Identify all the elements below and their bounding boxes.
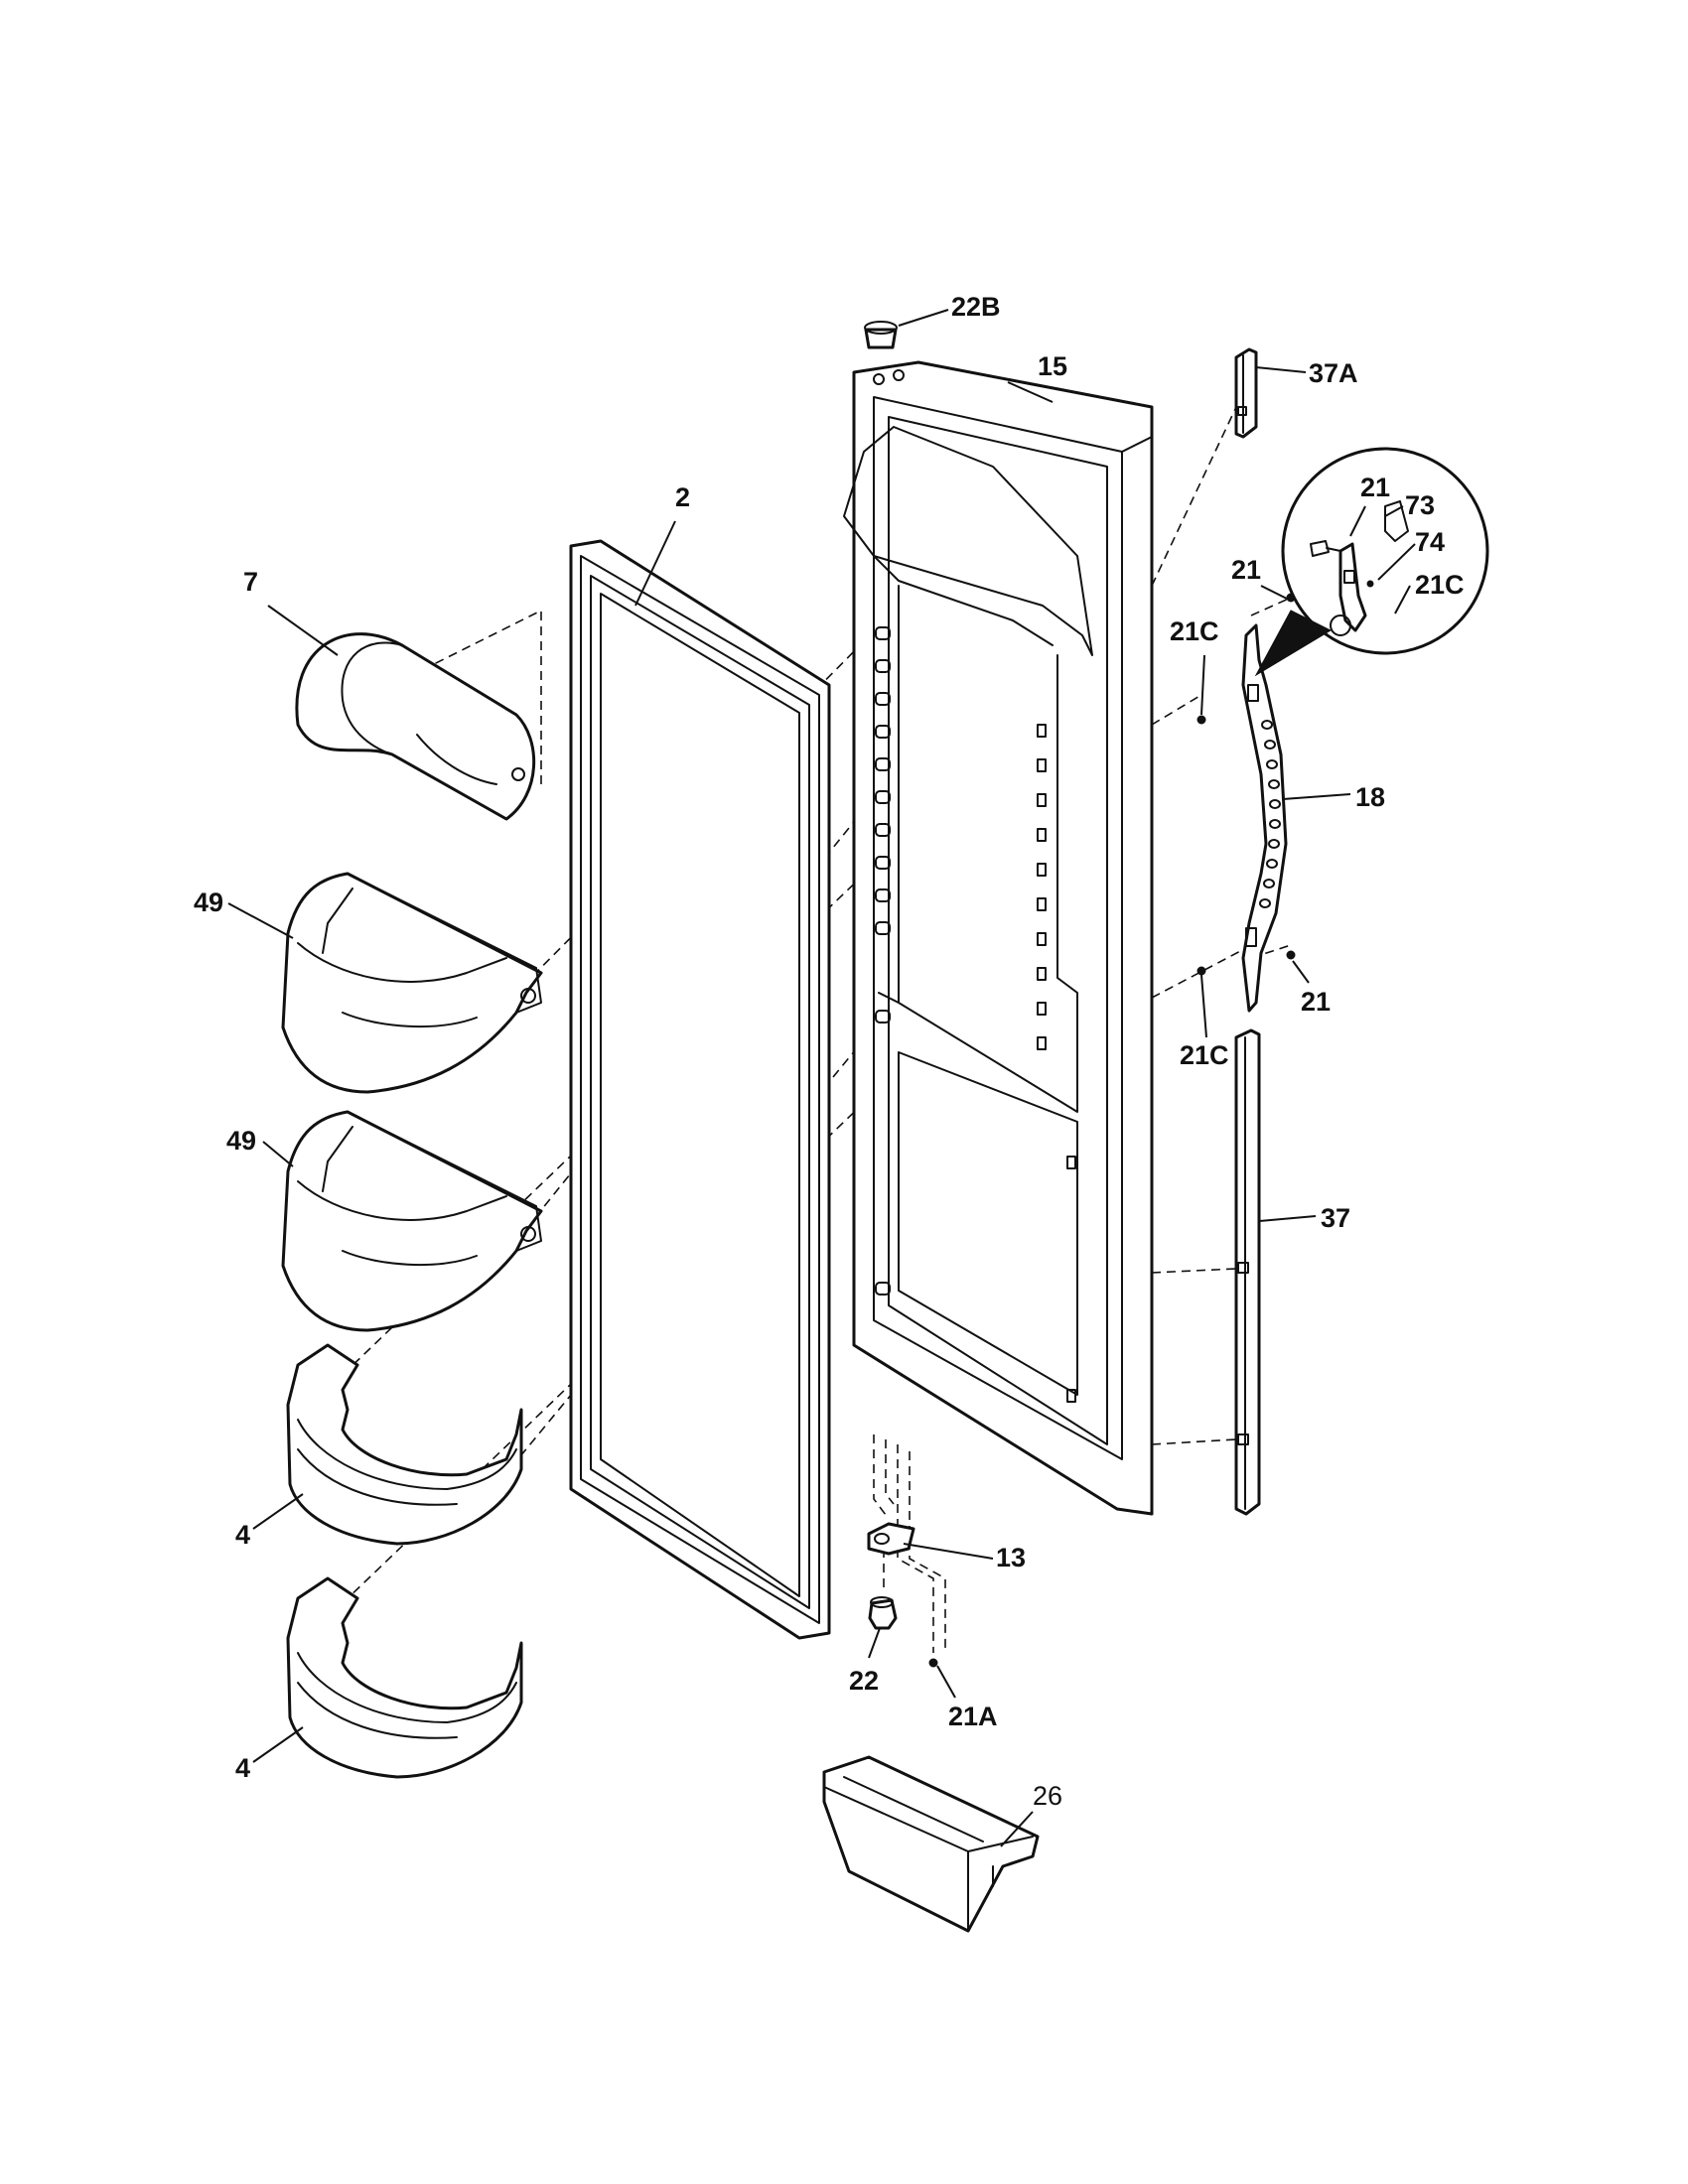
top-cap-22B: [864, 321, 898, 349]
label-21C-upper: 21C: [1170, 616, 1219, 646]
shelf-studs-right: [1037, 724, 1076, 1403]
label-21C-lower: 21C: [1180, 1040, 1229, 1070]
label-21-lower: 21: [1301, 987, 1331, 1017]
dairy-door-7: [295, 632, 536, 821]
tray-26: [822, 1755, 1040, 1933]
label-37A: 37A: [1309, 358, 1358, 388]
trim-37: [1234, 1028, 1261, 1516]
door-bin-4-lower: [286, 1576, 523, 1779]
label-49-upper: 49: [194, 887, 223, 917]
label-49-lower: 49: [226, 1126, 256, 1156]
screw-21C-upper: [1196, 715, 1206, 725]
door-liner-15: [843, 360, 1154, 1516]
hinge-13: [867, 1522, 915, 1556]
screw-21A: [928, 1658, 938, 1668]
label-26: 26: [1033, 1781, 1062, 1811]
label-73: 73: [1405, 490, 1435, 520]
label-22B: 22B: [951, 292, 1001, 322]
door-gasket-2: [569, 539, 831, 1640]
door-bin-4-upper: [286, 1343, 523, 1546]
handle-18: [1241, 623, 1288, 1013]
label-18: 18: [1355, 782, 1385, 812]
label-21A: 21A: [948, 1702, 998, 1731]
trim-37A: [1234, 347, 1258, 439]
shelf-studs-left: [875, 626, 891, 1296]
label-21C-detail: 21C: [1415, 570, 1465, 600]
label-15: 15: [1038, 351, 1067, 381]
handle-grip-ribs: [1259, 720, 1281, 908]
screw-21C-lower: [1196, 966, 1206, 976]
door-bin-49-lower: [281, 1110, 543, 1332]
label-21-upper: 21: [1231, 555, 1261, 585]
label-13: 13: [996, 1543, 1026, 1572]
hinge-detail-callout: [1254, 447, 1489, 677]
label-21-detail: 21: [1360, 473, 1390, 502]
label-74: 74: [1415, 527, 1445, 557]
leader-lines: [227, 309, 1416, 1847]
label-2: 2: [675, 482, 690, 512]
screw-21-lower: [1286, 950, 1296, 960]
bushing-22: [868, 1596, 898, 1630]
label-7: 7: [243, 567, 258, 597]
label-4-upper: 4: [235, 1520, 250, 1550]
label-4-lower: 4: [235, 1753, 250, 1783]
part-number-labels: 22B 15 37A 2 7 21 73 74 21C 21 21C 18 49…: [194, 292, 1465, 1811]
label-22: 22: [849, 1666, 879, 1696]
door-bin-49-upper: [281, 872, 543, 1094]
label-37: 37: [1321, 1203, 1350, 1233]
